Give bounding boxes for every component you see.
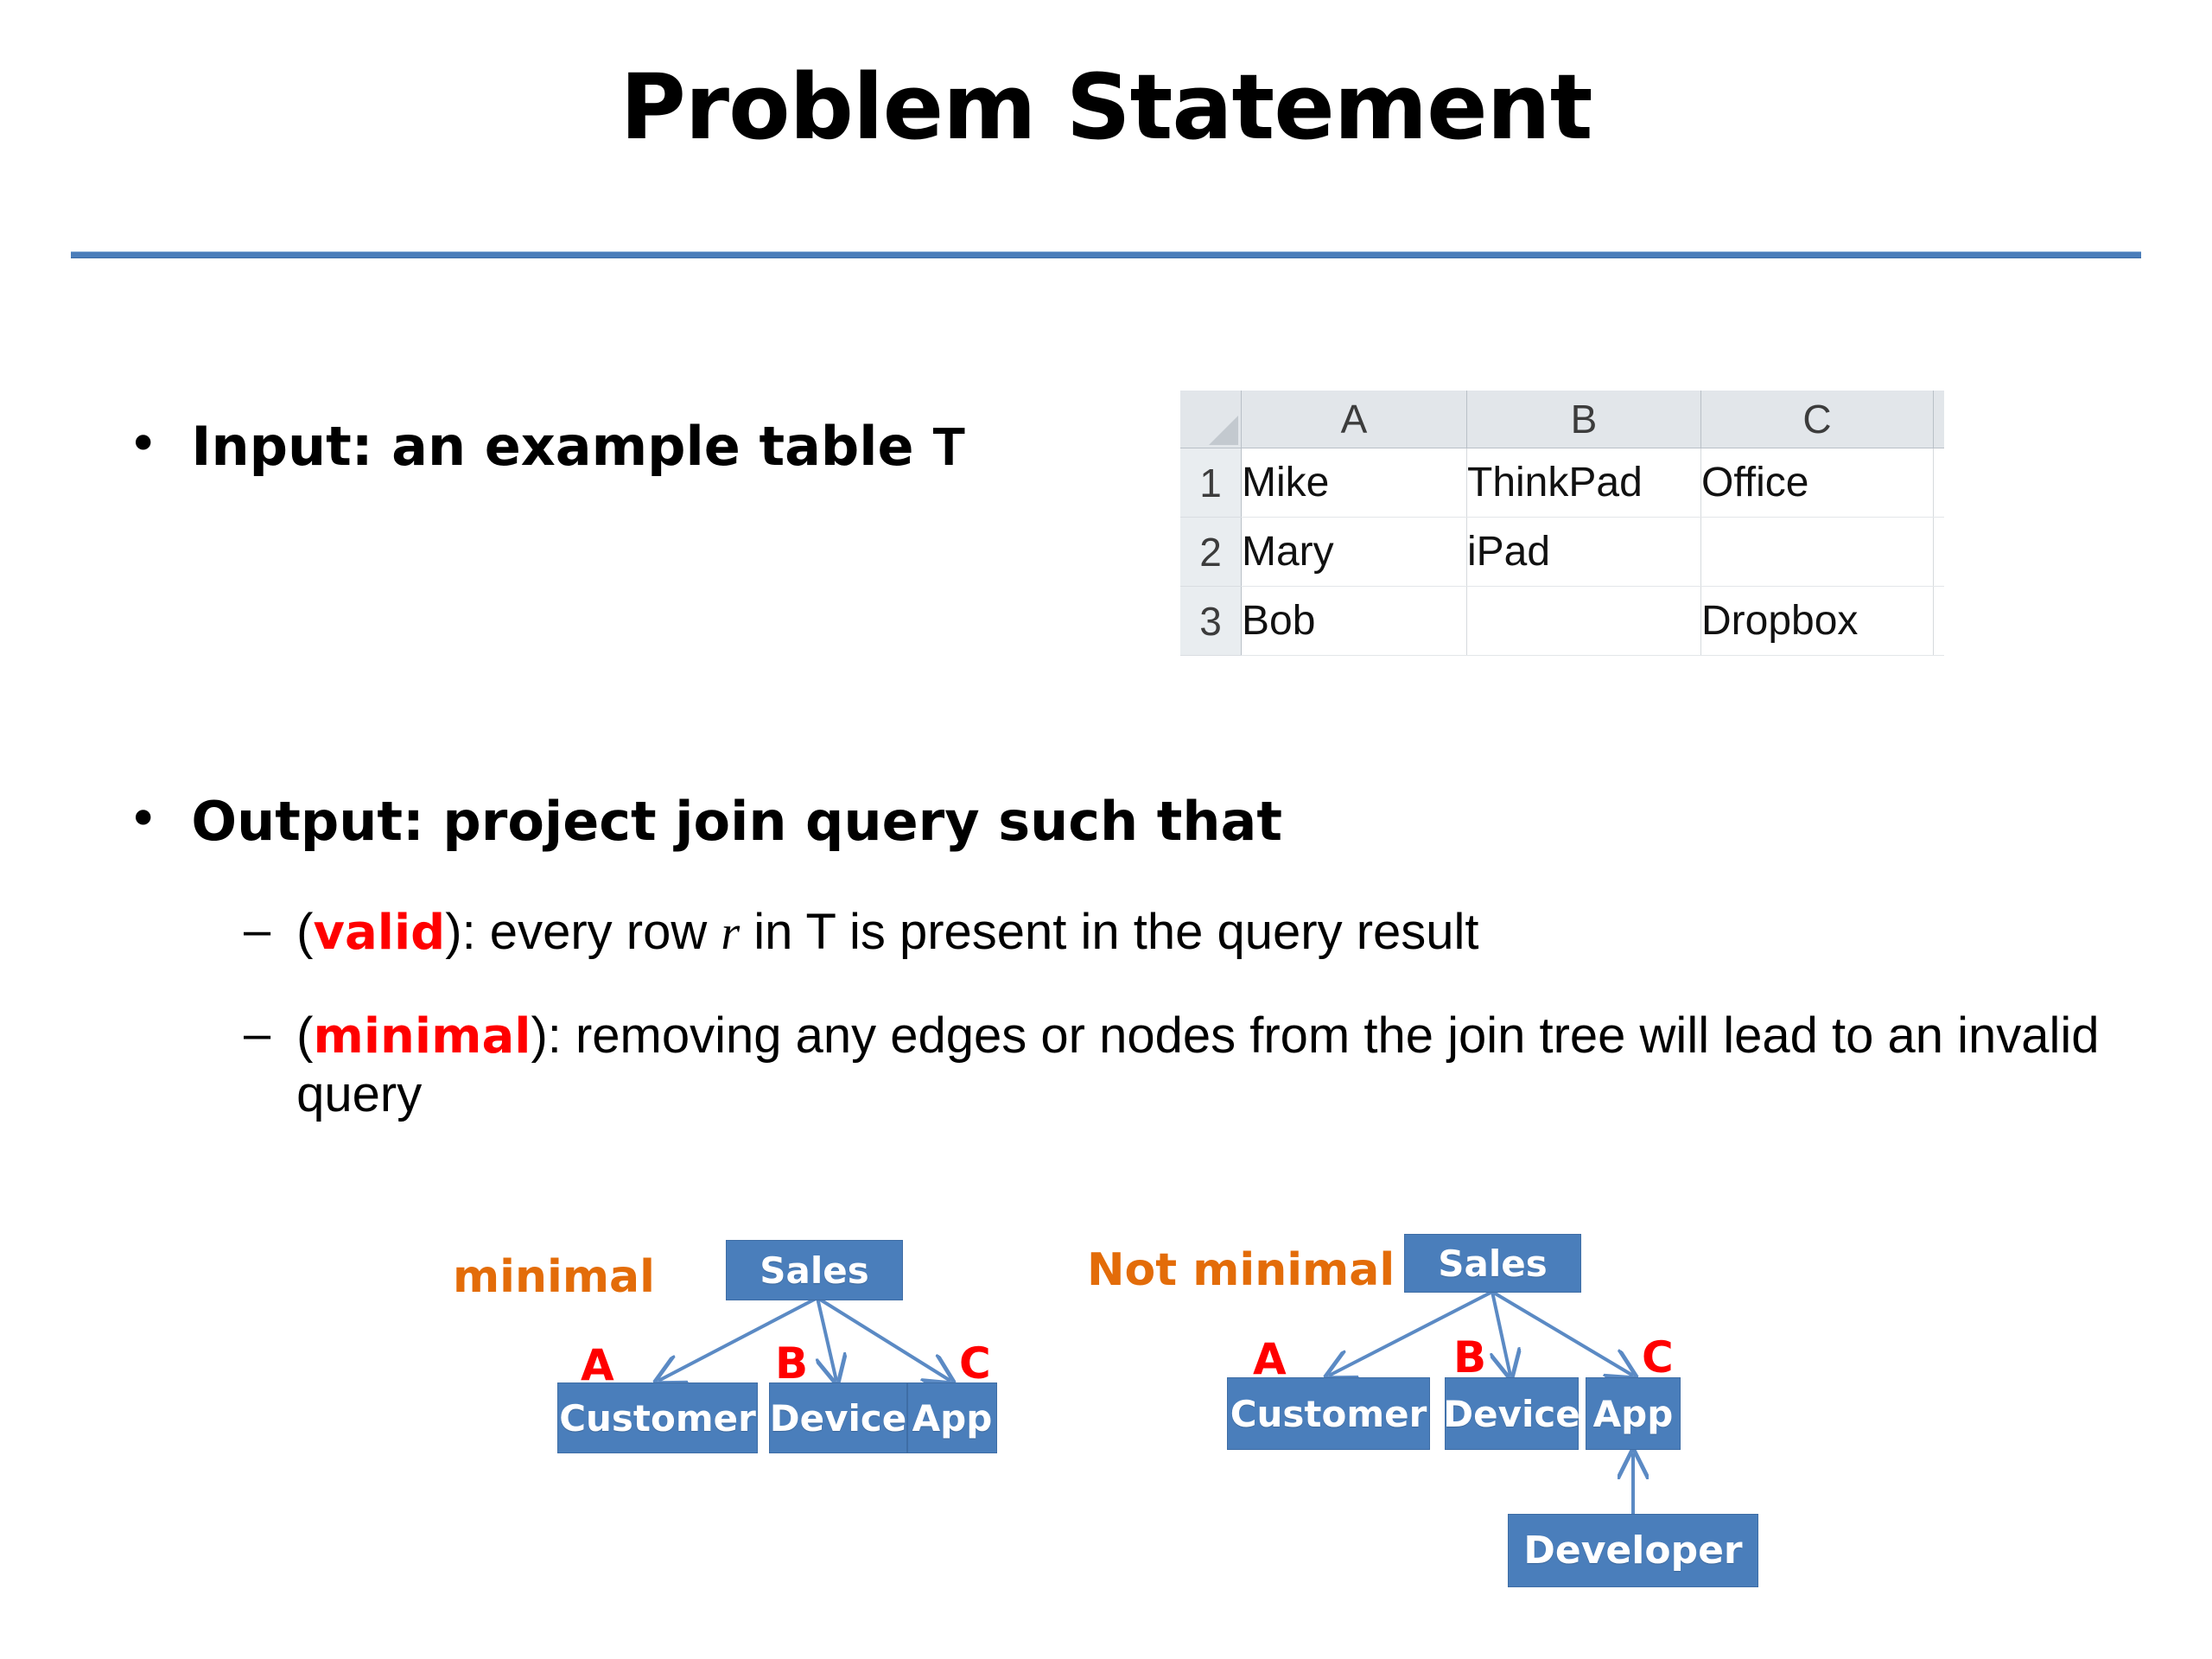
variable-r: r <box>721 906 741 960</box>
dash-marker-icon: – <box>244 1006 271 1060</box>
sub-bullet-valid: – (valid): every row r in T is present i… <box>244 902 1479 962</box>
cell-d2[interactable] <box>1933 517 1944 587</box>
bullet-output: • Output: project join query such that <box>128 793 1282 850</box>
edge-label-b-2: B <box>1453 1332 1487 1382</box>
dash-marker-icon: – <box>244 902 271 957</box>
cell-b1[interactable]: ThinkPad <box>1466 448 1701 518</box>
example-table-t: A B C 1 Mike ThinkPad Office 2 Mary iPad… <box>1180 391 1944 656</box>
sub-bullet-minimal: – (minimal): removing any edges or nodes… <box>244 1006 2127 1123</box>
sheet-header-row: A B C <box>1180 391 1944 448</box>
valid-after: ): every row <box>445 904 721 960</box>
node-sales-2[interactable]: Sales <box>1404 1234 1581 1293</box>
valid-tail: in T is present in the query result <box>740 904 1479 960</box>
row-header-3[interactable]: 3 <box>1180 586 1242 656</box>
cell-c1[interactable]: Office <box>1700 448 1934 518</box>
keyword-valid: valid <box>313 905 446 961</box>
node-customer[interactable]: Customer <box>557 1382 758 1453</box>
tree-minimal-caption: minimal <box>453 1251 655 1303</box>
column-header-partial[interactable] <box>1933 391 1944 448</box>
node-sales[interactable]: Sales <box>726 1240 903 1300</box>
node-app[interactable]: App <box>907 1382 997 1453</box>
node-device-2[interactable]: Device <box>1443 1377 1580 1450</box>
node-device[interactable]: Device <box>769 1382 907 1453</box>
table-row: 1 Mike ThinkPad Office <box>1180 448 1944 518</box>
keyword-minimal: minimal <box>313 1008 531 1065</box>
edge-label-a-2: A <box>1253 1334 1287 1384</box>
column-header-b[interactable]: B <box>1466 391 1701 448</box>
minimal-open-paren: ( <box>296 1007 314 1064</box>
page-title: Problem Statement <box>620 54 1593 160</box>
select-all-triangle-icon[interactable] <box>1180 391 1242 448</box>
minimal-after: ): removing any edges or nodes from the … <box>296 1007 2100 1122</box>
cell-d3[interactable] <box>1933 586 1944 656</box>
table-row: 2 Mary iPad <box>1180 517 1944 587</box>
tree-not-minimal-caption: Not minimal <box>1087 1244 1395 1296</box>
table-row: 3 Bob Dropbox <box>1180 586 1944 656</box>
edge-label-c-2: C <box>1642 1332 1674 1382</box>
valid-open-paren: ( <box>296 904 314 960</box>
cell-c3[interactable]: Dropbox <box>1700 586 1934 656</box>
node-developer[interactable]: Developer <box>1508 1514 1758 1587</box>
cell-a1[interactable]: Mike <box>1241 448 1467 518</box>
bullet-input-table-symbol: T <box>932 417 966 477</box>
row-header-2[interactable]: 2 <box>1180 517 1242 587</box>
column-header-a[interactable]: A <box>1241 391 1467 448</box>
bullet-marker-icon: • <box>128 789 159 849</box>
cell-b3[interactable] <box>1466 586 1701 656</box>
bullet-input-text: Input: an example table T <box>191 418 965 476</box>
cell-d1[interactable] <box>1933 448 1944 518</box>
bullet-input-lead: Input: an example table <box>191 415 933 478</box>
bullet-marker-icon: • <box>128 414 159 474</box>
node-customer-2[interactable]: Customer <box>1227 1377 1430 1450</box>
row-header-1[interactable]: 1 <box>1180 448 1242 518</box>
column-header-c[interactable]: C <box>1700 391 1934 448</box>
edge-label-a: A <box>581 1340 614 1390</box>
edge-label-b: B <box>775 1338 809 1389</box>
node-app-2[interactable]: App <box>1586 1377 1681 1450</box>
cell-c2[interactable] <box>1700 517 1934 587</box>
bullet-output-text: Output: project join query such that <box>191 790 1282 853</box>
title-divider <box>71 251 2141 258</box>
bullet-input: • Input: an example table T <box>128 418 965 476</box>
edge-label-c: C <box>959 1338 991 1389</box>
cell-a3[interactable]: Bob <box>1241 586 1467 656</box>
cell-b2[interactable]: iPad <box>1466 517 1701 587</box>
sub-bullet-valid-text: (valid): every row r in T is present in … <box>296 903 1478 962</box>
sub-bullet-minimal-text: (minimal): removing any edges or nodes f… <box>296 1007 2127 1123</box>
cell-a2[interactable]: Mary <box>1241 517 1467 587</box>
join-tree-minimal: minimal Sales A B C Customer Device App <box>0 0 1080 1659</box>
